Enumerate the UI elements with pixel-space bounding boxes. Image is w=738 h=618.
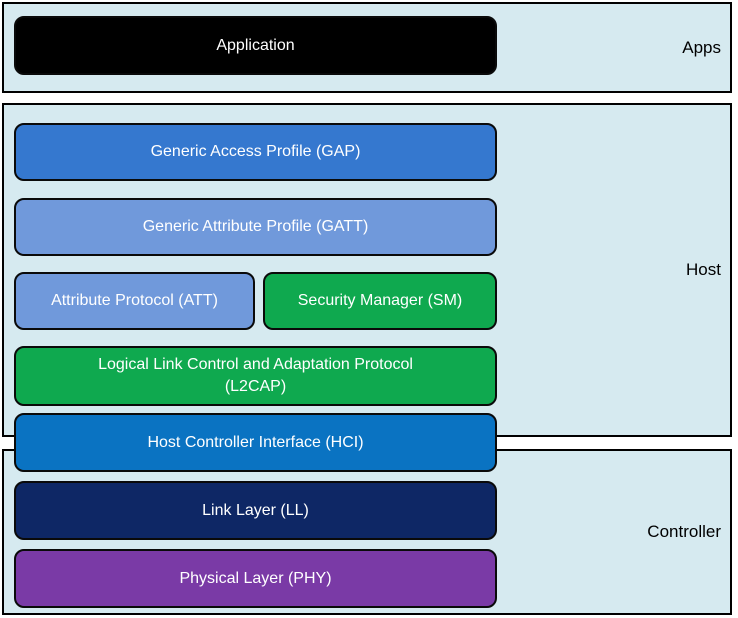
block-gap: Generic Access Profile (GAP) <box>14 123 497 181</box>
block-application-label: Application <box>216 36 295 54</box>
block-l2cap: Logical Link Control and Adaptation Prot… <box>14 346 497 406</box>
host-section-label: Host <box>686 260 721 279</box>
block-application: Application <box>14 16 497 75</box>
block-att-label: Attribute Protocol (ATT) <box>51 292 218 310</box>
block-phy: Physical Layer (PHY) <box>14 549 497 608</box>
block-l2cap-label-line2: (L2CAP) <box>224 378 287 395</box>
block-hci: Host Controller Interface (HCI) <box>14 413 497 472</box>
block-gap-label: Generic Access Profile (GAP) <box>150 143 361 161</box>
block-gatt-label: Generic Attribute Profile (GATT) <box>142 218 369 236</box>
block-ll: Link Layer (LL) <box>14 481 497 540</box>
block-hci-label: Host Controller Interface (HCI) <box>147 433 364 451</box>
apps-section-label: Apps <box>682 37 721 57</box>
block-att: Attribute Protocol (ATT) <box>14 272 255 330</box>
block-phy-label: Physical Layer (PHY) <box>179 569 332 587</box>
controller-section-label: Controller <box>647 522 721 541</box>
block-sm-label: Security Manager (SM) <box>297 292 463 310</box>
block-gatt: Generic Attribute Profile (GATT) <box>14 198 497 256</box>
block-l2cap-label-line1: Logical Link Control and Adaptation Prot… <box>98 356 413 374</box>
block-ll-label: Link Layer (LL) <box>202 501 309 519</box>
block-sm: Security Manager (SM) <box>263 272 497 330</box>
